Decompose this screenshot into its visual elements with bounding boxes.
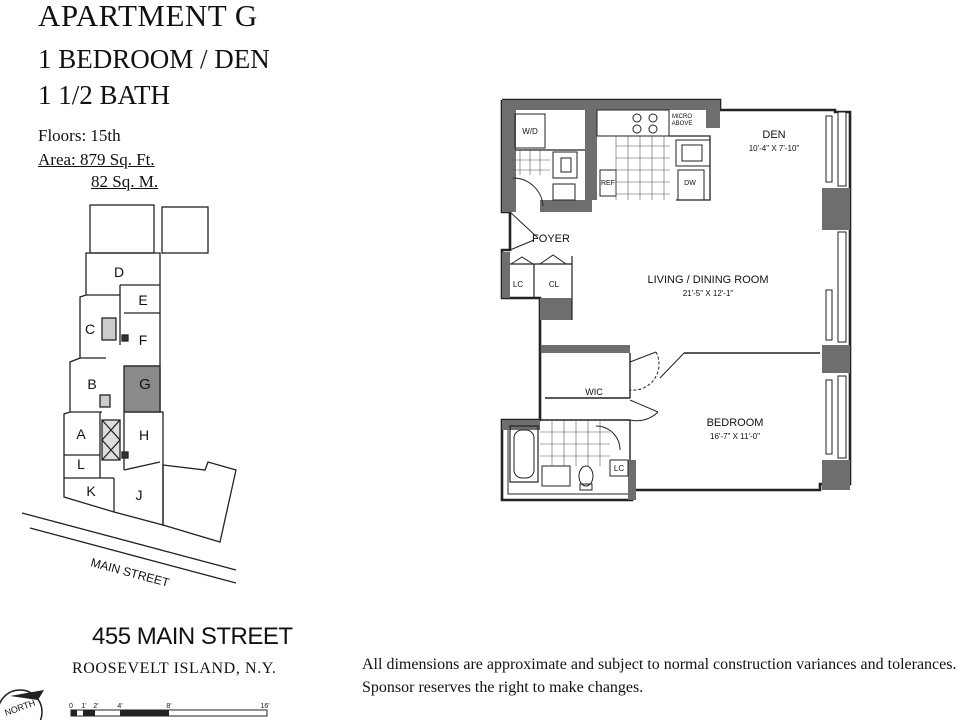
room-living-label: LIVING / DINING ROOM bbox=[647, 274, 768, 286]
room-den-label: DEN bbox=[762, 129, 785, 141]
keyplan-terrace-right bbox=[161, 206, 209, 254]
keyplan-label-b: B bbox=[87, 376, 96, 392]
linen-closet-label-1: LC bbox=[513, 280, 523, 289]
room-bedroom-label: BEDROOM bbox=[707, 417, 764, 429]
washer-dryer bbox=[514, 113, 546, 149]
wd-label: W/D bbox=[522, 127, 538, 136]
dw-label: DW bbox=[684, 180, 696, 187]
apartment-title: APARTMENT G bbox=[38, 0, 258, 33]
keyplan-label-c: C bbox=[85, 321, 95, 337]
keyplan-adjacent-building bbox=[162, 461, 237, 543]
scale-tick-0: 0 bbox=[69, 703, 73, 710]
linen-closet-label-2: LC bbox=[614, 464, 624, 473]
keyplan-label-f: F bbox=[139, 332, 148, 348]
scale-tick-8: 8' bbox=[166, 703, 171, 710]
disclaimer-line-2: Sponsor reserves the right to make chang… bbox=[362, 679, 644, 696]
micro-label: MICRO bbox=[672, 114, 692, 120]
area-sqm: 82 Sq. M. bbox=[91, 172, 159, 191]
micro-above-label: ABOVE bbox=[672, 121, 693, 127]
area-sqft: Area: 879 Sq. Ft. bbox=[38, 150, 155, 169]
scale-tick-4: 4' bbox=[117, 703, 122, 710]
street-line-2 bbox=[29, 527, 237, 584]
street-label: MAIN STREET bbox=[89, 555, 171, 590]
scale-tick-2: 2' bbox=[93, 703, 98, 710]
bedroom-count: 1 BEDROOM / DEN bbox=[38, 44, 270, 74]
ref-label: REF bbox=[601, 180, 615, 187]
keyplan-label-h: H bbox=[139, 427, 149, 443]
north-arrow: NORTH bbox=[0, 689, 44, 720]
keyplan-unit-labels: D E C F B G A H L K J bbox=[76, 264, 151, 503]
street-line-1 bbox=[21, 512, 237, 571]
room-living-dimensions: 21'-5" X 12'-1" bbox=[683, 289, 734, 298]
bathtub bbox=[509, 425, 539, 483]
floorplan-labels: DEN 10'-4" X 7'-10" LIVING / DINING ROOM… bbox=[513, 114, 800, 473]
room-den-dimensions: 10'-4" X 7'-10" bbox=[749, 144, 800, 153]
floor-plan bbox=[500, 98, 852, 502]
disclaimer-line-1: All dimensions are approximate and subje… bbox=[362, 656, 957, 673]
keyplan-label-a: A bbox=[76, 426, 86, 442]
scale-tick-16: 16' bbox=[260, 703, 269, 710]
keyplan-label-d: D bbox=[114, 264, 124, 280]
building-address: 455 MAIN STREET bbox=[92, 623, 293, 650]
keyplan-unit-g-highlight bbox=[123, 365, 161, 413]
keyplan-label-g: G bbox=[139, 376, 151, 393]
north-pointer-icon bbox=[10, 690, 44, 700]
building-city: ROOSEVELT ISLAND, N.Y. bbox=[72, 660, 277, 677]
scale-bar: 0 1' 2' 4' 8' 16' bbox=[69, 703, 270, 717]
keyplan-label-k: K bbox=[86, 483, 96, 499]
scale-tick-1: 1' bbox=[81, 703, 86, 710]
keyplan-label-e: E bbox=[138, 292, 147, 308]
floors-info: Floors: 15th bbox=[38, 126, 121, 145]
keyplan-label-l: L bbox=[77, 456, 85, 472]
room-bedroom-dimensions: 16'-7" X 11'-0" bbox=[710, 432, 760, 441]
bath-count: 1 1/2 BATH bbox=[38, 80, 171, 110]
room-foyer-label: FOYER bbox=[532, 233, 570, 245]
closet-label: CL bbox=[549, 280, 560, 289]
key-plan bbox=[21, 204, 237, 584]
compass-icon bbox=[0, 689, 43, 720]
room-wic-label: WIC bbox=[585, 387, 603, 397]
unit-outer-wall bbox=[500, 98, 852, 502]
keyplan-terrace-left bbox=[89, 204, 155, 254]
north-label: NORTH bbox=[3, 698, 36, 718]
keyplan-label-j: J bbox=[136, 487, 143, 503]
